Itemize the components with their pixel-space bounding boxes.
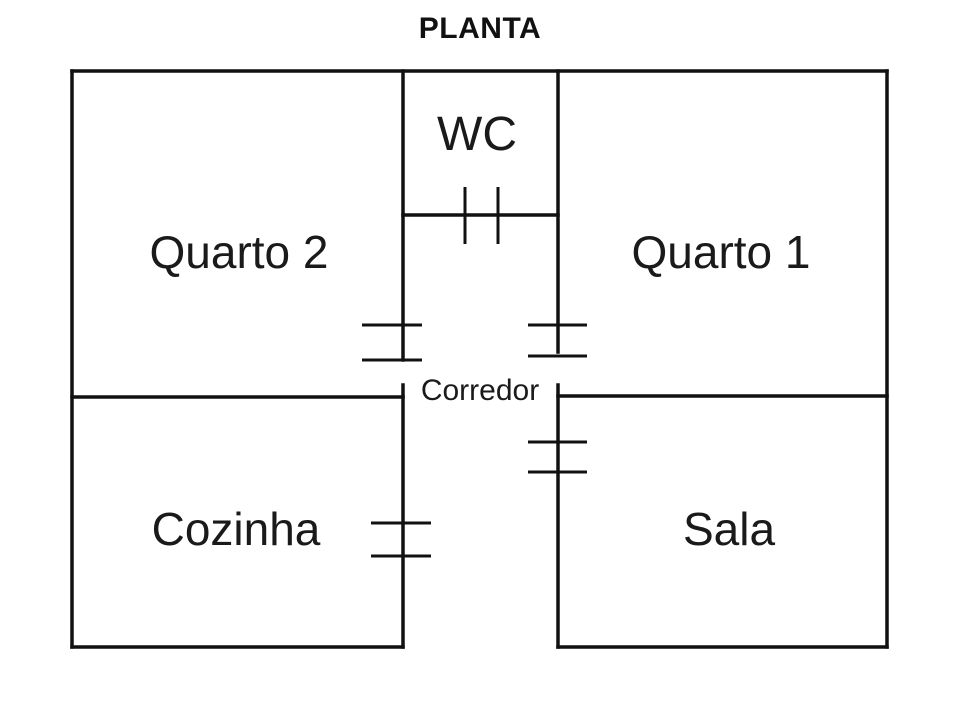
- room-label-wc: WC: [437, 108, 517, 161]
- room-label-quarto-2: Quarto 2: [150, 226, 329, 278]
- room-label-quarto-1: Quarto 1: [632, 226, 811, 278]
- room-label-cozinha: Cozinha: [152, 503, 321, 555]
- room-label-sala: Sala: [683, 503, 775, 555]
- page-title: PLANTA: [418, 12, 542, 45]
- room-label-corredor: Corredor: [421, 374, 539, 407]
